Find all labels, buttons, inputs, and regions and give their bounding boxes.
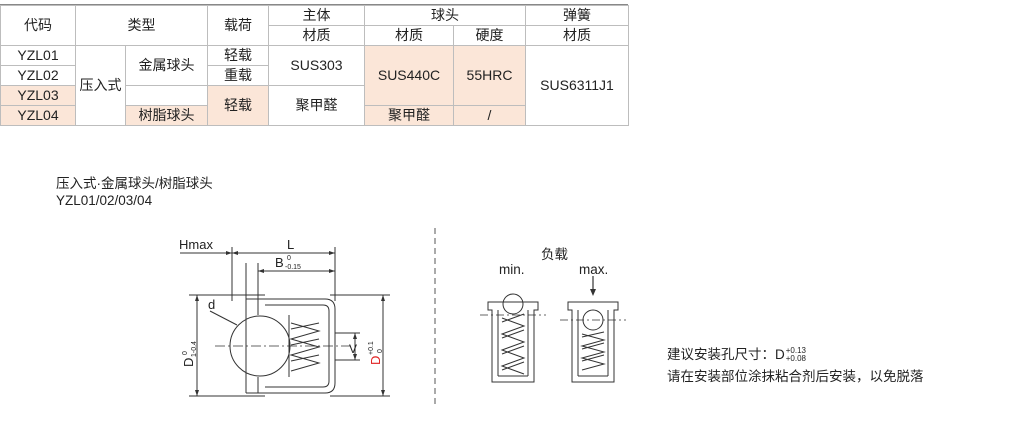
header-spring: 弹簧 bbox=[525, 5, 629, 26]
table-top-rule bbox=[0, 4, 628, 5]
code-cell: YZL03 bbox=[0, 85, 76, 106]
b-tol-lower: -0.15 bbox=[285, 264, 301, 271]
table-header-row-1: 代码 类型 载荷 主体 球头 弹簧 bbox=[0, 5, 629, 46]
hole-size-note: 建议安装孔尺寸：D+0.13+0.08 bbox=[667, 343, 806, 363]
caption-codes: YZL01/02/03/04 bbox=[56, 193, 153, 208]
d-label: d bbox=[208, 297, 215, 312]
load-label: 负载 bbox=[541, 247, 568, 262]
hole-tol-lower: +0.08 bbox=[785, 354, 806, 364]
ball-hardness-cell: 55HRC bbox=[453, 45, 526, 106]
d-label-red: D bbox=[368, 356, 383, 365]
adhesive-note: 请在安装部位涂抹粘合剂后安装，以免脱落 bbox=[667, 369, 924, 384]
code-cell: YZL04 bbox=[0, 105, 76, 126]
table-header-row-2: 材质 材质 硬度 材质 bbox=[1, 25, 629, 46]
header-load: 载荷 bbox=[207, 5, 269, 46]
table-row: YZL03 轻载 聚甲醛 bbox=[0, 85, 629, 126]
table-row: YZL04 树脂球头 聚甲醛 / bbox=[0, 105, 629, 126]
resin-ball-cell: 树脂球头 bbox=[125, 105, 208, 126]
body-resin-cell: 聚甲醛 bbox=[268, 85, 365, 126]
min-label: min. bbox=[499, 262, 525, 277]
d-tol-upper: +0.1 bbox=[368, 341, 375, 355]
hole-tolerance: +0.13+0.08 bbox=[786, 347, 806, 363]
d1-subscript: 1-0.4 bbox=[191, 341, 198, 357]
load-cell: 轻载 bbox=[207, 85, 269, 126]
spec-table: 代码 类型 载荷 主体 球头 弹簧 材质 材质 硬度 材质 YZL01 压入式 … bbox=[0, 5, 629, 126]
caption-type: 压入式·金属球头/树脂球头 bbox=[56, 176, 213, 191]
v-label: V bbox=[349, 342, 357, 356]
header-ball-material: 材质 bbox=[364, 25, 454, 46]
header-body: 主体 bbox=[268, 5, 365, 26]
b-tol-upper: 0 bbox=[287, 255, 291, 262]
spring-material-cell: SUS6311J1 bbox=[525, 45, 629, 126]
d-tol-lower: 0 bbox=[377, 349, 384, 353]
header-type: 类型 bbox=[75, 5, 208, 46]
header-ball: 球头 bbox=[364, 5, 526, 26]
header-ball-hardness: 硬度 bbox=[453, 25, 526, 46]
metal-ball-empty-cell bbox=[125, 85, 208, 106]
header-body-material: 材质 bbox=[268, 25, 365, 46]
dimension-drawing: Hmax L B 0 -0.15 d V D 1-0.4 0 D +0.1 0 bbox=[179, 237, 390, 397]
metal-ball-cell: 金属球头 bbox=[125, 45, 208, 86]
load-cell: 轻载 bbox=[207, 45, 269, 66]
ball-metal-cell: SUS440C bbox=[364, 45, 454, 106]
max-label: max. bbox=[579, 262, 609, 277]
table-row: YZL02 重载 bbox=[0, 65, 629, 86]
b-label: B bbox=[275, 255, 284, 270]
type-group-cell: 压入式 bbox=[75, 45, 126, 126]
table-row: YZL01 压入式 金属球头 轻载 SUS303 SUS440C 55HRC S… bbox=[0, 45, 629, 126]
d1-tolerance: 0 bbox=[182, 351, 189, 355]
code-cell: YZL02 bbox=[0, 65, 76, 86]
header-spring-material: 材质 bbox=[525, 25, 629, 46]
header-code: 代码 bbox=[0, 5, 76, 46]
code-cell: YZL01 bbox=[0, 45, 76, 66]
hmax-label: Hmax bbox=[179, 237, 213, 252]
load-diagrams bbox=[480, 276, 626, 383]
ball-resin-hardness-cell: / bbox=[453, 105, 526, 126]
ball-resin-cell: 聚甲醛 bbox=[364, 105, 454, 126]
load-cell: 重载 bbox=[207, 65, 269, 86]
body-metal-cell: SUS303 bbox=[268, 45, 365, 86]
hole-tol-upper: +0.13 bbox=[785, 346, 806, 356]
hole-size-label: 建议安装孔尺寸：D bbox=[667, 347, 785, 362]
l-label: L bbox=[287, 237, 294, 252]
d1-label: D bbox=[181, 358, 196, 367]
dashed-divider bbox=[434, 228, 436, 408]
